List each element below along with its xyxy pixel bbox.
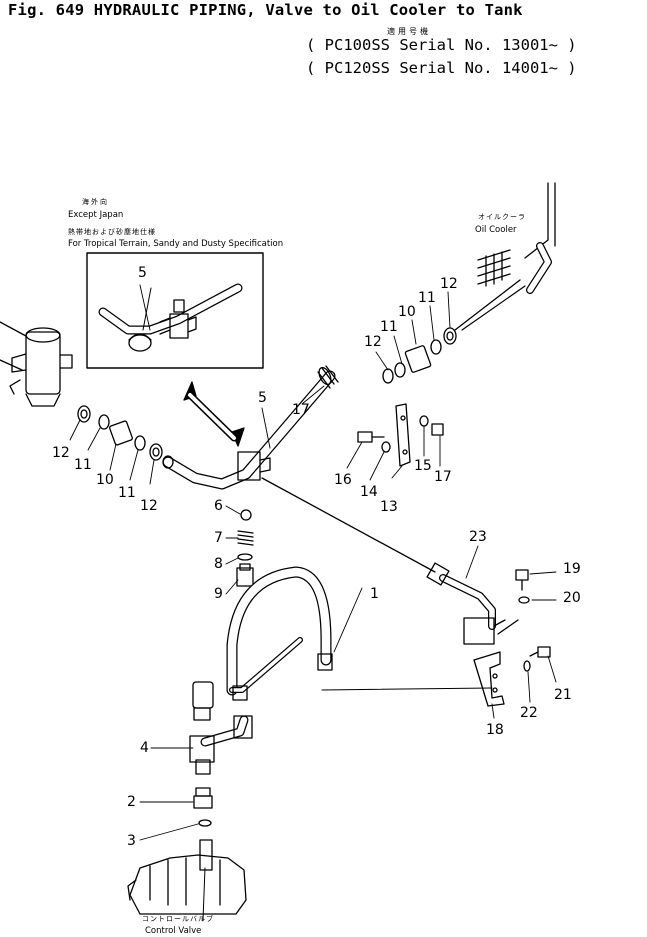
hose-1 [192,566,493,721]
callout-4: 4 [140,740,149,756]
oil-cooler-fittings [382,279,526,384]
callout-19: 19 [563,561,581,577]
tube-23 [261,477,506,645]
callout-22: 22 [520,705,538,721]
callout-14: 17 [292,402,310,418]
control-valve-jp-label: コントロールバルブ [142,915,214,923]
callout-1: 1 [370,586,379,602]
callout-3: 3 [127,833,136,849]
callout-7: 7 [214,530,223,546]
callout-5-inset: 5 [138,265,147,281]
callout-11-right-b: 11 [418,290,436,306]
callout-9: 9 [214,586,223,602]
callout-11-right-a: 11 [380,319,398,335]
bracket-13 [357,403,444,467]
callout-5: 5 [258,390,267,406]
inset-detail [86,252,264,369]
leader-lines [69,284,557,841]
tropical-spec-note: For Tropical Terrain, Sandy and Dusty Sp… [68,239,284,249]
control-valve-label: Control Valve [145,926,202,936]
callout-17-a: 14 [360,484,378,500]
oil-cooler-jp-label: オイルクーラ [478,213,526,221]
callout-10-right: 10 [398,304,416,320]
callout-15: 17 [434,469,452,485]
except-japan-jp-note: 海外向 [82,198,109,206]
callout-10-left: 10 [96,472,114,488]
callout-12-right-b: 12 [440,276,458,292]
callout-12-left-b: 12 [140,498,158,514]
oil-cooler-label: Oil Cooler [475,225,517,235]
tank-manifold [0,321,73,407]
connector-2 [193,787,213,827]
callout-8: 8 [214,556,223,572]
callout-13: 13 [380,499,398,515]
callout-6: 6 [214,498,223,514]
serial-range-pc100ss: ( PC100SS Serial No. 13001~ ) [306,36,577,54]
tropical-spec-jp-note: 熱帯地および砂塵地仕様 [68,228,156,236]
bracket-18 [473,569,551,707]
callout-16: 16 [334,472,352,488]
figure-title: Fig. 649 HYDRAULIC PIPING, Valve to Oil … [8,1,523,19]
callout-12-left-a: 12 [52,445,70,461]
callout-2: 2 [127,794,136,810]
left-hose-fittings [77,405,163,461]
pipe-5 [162,365,339,490]
callout-21: 21 [554,687,572,703]
oil-cooler [477,182,556,294]
elbow-4 [189,715,253,775]
except-japan-note: Except Japan [68,210,124,220]
callout-11-left-a: 11 [74,457,92,473]
serial-range-pc120ss: ( PC120SS Serial No. 14001~ ) [306,59,577,77]
callout-20: 20 [563,590,581,606]
applicable-machines-label: 適用号機 [387,27,431,36]
detail-arrow [183,381,245,447]
callout-18: 18 [486,722,504,738]
relief-valve-parts [236,509,254,587]
control-valve [127,839,247,921]
callout-11-left-b: 11 [118,485,136,501]
callout-17-b: 15 [414,458,432,474]
callout-12-right-a: 12 [364,334,382,350]
callout-23: 23 [469,529,487,545]
